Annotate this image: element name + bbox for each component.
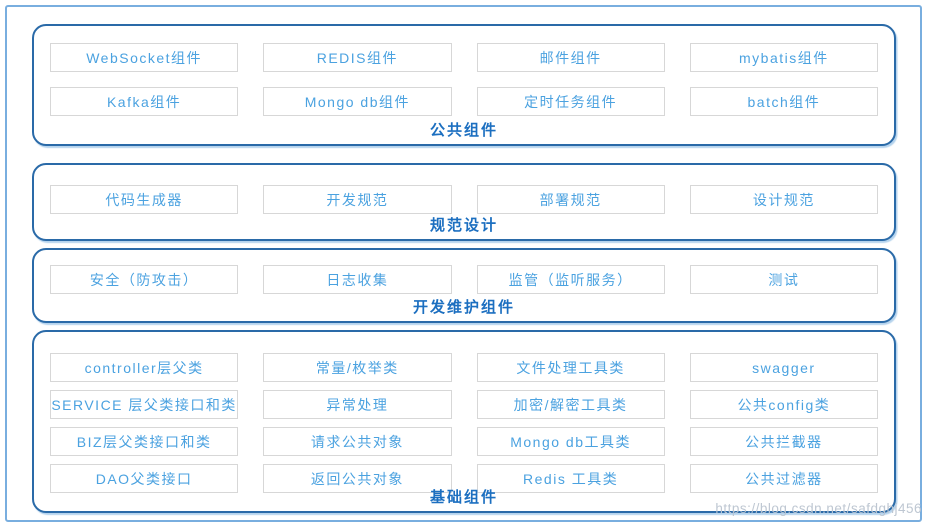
section-dev-maintenance: 安全（防攻击） 日志收集 监管（监听服务） 测试 开发维护组件 [32, 248, 896, 323]
section-label-spec-design: 规范设计 [429, 217, 498, 234]
box-monitoring: 监管（监听服务） [476, 265, 665, 294]
box-testing: 测试 [689, 265, 878, 294]
box-exception-handling: 异常处理 [263, 390, 452, 419]
section-public-components: WebSocket组件 REDIS组件 邮件组件 mybatis组件 Kafka… [32, 24, 896, 146]
box-scheduled-task: 定时任务组件 [476, 87, 665, 116]
box-design-spec: 设计规范 [689, 185, 878, 214]
box-biz-parent: BIZ层父类接口和类 [50, 427, 239, 456]
box-batch: batch组件 [689, 87, 878, 116]
section-spec-design-grid: 代码生成器 开发规范 部署规范 设计规范 [50, 185, 878, 214]
box-file-utils: 文件处理工具类 [476, 353, 665, 382]
section-basic-components-grid: controller层父类 常量/枚举类 文件处理工具类 swagger SER… [50, 353, 878, 493]
section-basic-components: controller层父类 常量/枚举类 文件处理工具类 swagger SER… [32, 330, 896, 513]
box-redis: REDIS组件 [263, 43, 452, 72]
watermark-url: https://blog.csdn.net/safdghj456 [715, 501, 922, 516]
section-dev-maintenance-grid: 安全（防攻击） 日志收集 监管（监听服务） 测试 [50, 265, 878, 294]
box-swagger: swagger [689, 353, 878, 382]
section-public-components-grid: WebSocket组件 REDIS组件 邮件组件 mybatis组件 Kafka… [50, 43, 878, 116]
box-interceptor: 公共拦截器 [689, 427, 878, 456]
box-deploy-spec: 部署规范 [476, 185, 665, 214]
box-mail: 邮件组件 [476, 43, 665, 72]
box-mongodb-utils: Mongo db工具类 [476, 427, 665, 456]
box-service-parent: SERVICE 层父类接口和类 [50, 390, 239, 419]
section-label-basic-components: 基础组件 [429, 489, 498, 506]
box-common-config: 公共config类 [689, 390, 878, 419]
box-dao-parent: DAO父类接口 [50, 464, 239, 493]
section-label-dev-maintenance: 开发维护组件 [412, 299, 515, 316]
section-spec-design: 代码生成器 开发规范 部署规范 设计规范 规范设计 [32, 163, 896, 241]
section-label-public-components: 公共组件 [429, 122, 498, 139]
box-request-object: 请求公共对象 [263, 427, 452, 456]
box-encrypt-utils: 加密/解密工具类 [476, 390, 665, 419]
box-log-collection: 日志收集 [263, 265, 452, 294]
box-websocket: WebSocket组件 [50, 43, 239, 72]
box-code-generator: 代码生成器 [50, 185, 239, 214]
box-dev-spec: 开发规范 [263, 185, 452, 214]
box-security: 安全（防攻击） [50, 265, 239, 294]
box-filter: 公共过滤器 [689, 464, 878, 493]
box-redis-utils: Redis 工具类 [476, 464, 665, 493]
box-response-object: 返回公共对象 [263, 464, 452, 493]
box-kafka: Kafka组件 [50, 87, 239, 116]
box-controller-parent: controller层父类 [50, 353, 239, 382]
box-mybatis: mybatis组件 [689, 43, 878, 72]
box-mongodb: Mongo db组件 [263, 87, 452, 116]
box-constants-enums: 常量/枚举类 [263, 353, 452, 382]
